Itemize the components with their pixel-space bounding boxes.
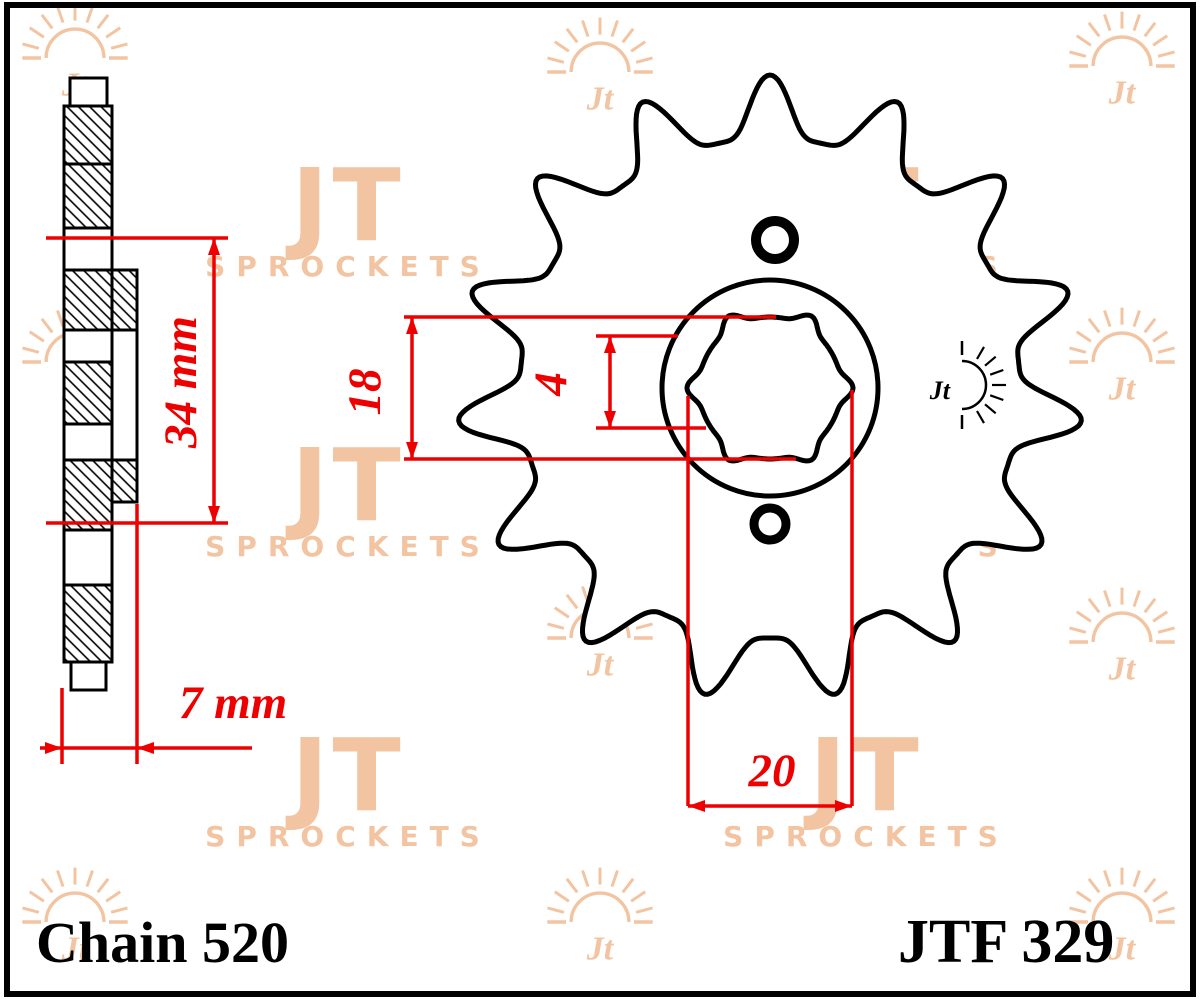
jt-sun-watermark: Jt (1069, 11, 1175, 111)
jt-monogram-watermark: Jt (586, 930, 615, 967)
side-view-segment (62, 328, 114, 364)
dimension-label-20: 20 (748, 745, 796, 797)
jt-brand-watermark: JT (803, 717, 922, 834)
dimension-arrowhead (835, 800, 852, 812)
side-view-segment (62, 422, 114, 462)
sprockets-text-watermark: SPROCKETS (723, 820, 1009, 853)
jt-sun-watermark: Jt (1069, 307, 1175, 407)
jt-brand-watermark: JT (285, 717, 404, 834)
side-view-segment (62, 104, 114, 166)
part-number-label: JTF 329 (898, 908, 1114, 976)
side-view-segment (110, 268, 139, 332)
bolt-hole-top (751, 216, 799, 264)
dimension-arrowhead (45, 742, 62, 754)
chain-type-label: Chain 520 (36, 910, 289, 975)
dimension-arrowhead (137, 742, 154, 754)
jt-monogram-watermark: Jt (1108, 930, 1137, 967)
sprocket-front-view: Jt (456, 72, 1084, 697)
sprocket-side-view (62, 76, 139, 692)
jt-stamp: Jt (929, 341, 1006, 429)
dimension-arrowhead (208, 506, 220, 523)
dimension-label-34mm: 34 mm (155, 316, 207, 449)
side-view-segment (62, 162, 114, 230)
side-view-segment (62, 268, 114, 332)
jt-sun-watermark: Jt (22, 867, 128, 967)
dimension-arrowhead (406, 442, 418, 459)
jt-monogram-watermark: Jt (1108, 74, 1137, 111)
side-view-segment (62, 226, 114, 272)
jt-monogram-watermark: Jt (1108, 370, 1137, 407)
jt-sun-watermark: Jt (547, 867, 653, 967)
side-view-segment (69, 660, 108, 692)
side-view-segment (62, 583, 114, 664)
side-view-segment (62, 528, 114, 587)
side-view-segment (62, 360, 114, 426)
jt-stamp-monogram: Jt (929, 376, 951, 405)
dimension-arrowhead (604, 411, 616, 428)
jt-sun-watermark: Jt (1069, 587, 1175, 687)
splined-bore (684, 312, 856, 464)
jt-sun-watermark: Jt (547, 17, 653, 117)
side-view-segment (110, 458, 139, 504)
dimension-lines-layer (40, 236, 854, 812)
dimension-arrowhead (406, 317, 418, 334)
border-frame (4, 2, 1196, 997)
jt-monogram-watermark: Jt (586, 646, 615, 683)
jt-sun-watermark: Jt (1069, 867, 1175, 967)
jt-brand-watermark: JT (285, 147, 404, 264)
sprockets-text-watermark: SPROCKETS (205, 820, 491, 853)
jt-monogram-watermark: Jt (61, 930, 90, 967)
jt-monogram-watermark: Jt (1108, 650, 1137, 687)
jt-monogram-watermark: Jt (586, 80, 615, 117)
dimension-arrowhead (208, 238, 220, 255)
dimension-arrowhead (604, 336, 616, 353)
dimension-label-18: 18 (339, 369, 391, 416)
bolt-hole-bottom (749, 503, 791, 545)
side-view-segment (62, 458, 114, 532)
sprockets-text-watermark: SPROCKETS (205, 250, 491, 283)
side-view-segment (68, 76, 109, 108)
jt-brand-watermark: JT (285, 427, 404, 544)
sprockets-text-watermark: SPROCKETS (205, 530, 491, 563)
side-view-segment (110, 328, 139, 462)
dimension-arrowhead (688, 800, 705, 812)
dimension-label-7mm: 7 mm (179, 677, 287, 729)
dimension-label-4: 4 (525, 372, 577, 397)
